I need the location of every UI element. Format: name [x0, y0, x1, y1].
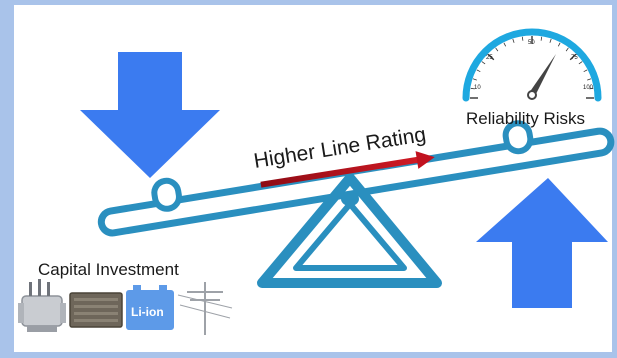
- battery-icon: Li-ion: [126, 285, 174, 330]
- gauge-tick: [540, 36, 543, 41]
- down-arrow-icon: [80, 52, 220, 178]
- gauge-tick: [495, 47, 499, 52]
- gauge-tick: [569, 53, 577, 61]
- gauge-tick: [549, 38, 552, 43]
- fulcrum-pivot: [341, 192, 359, 206]
- gauge-needle: [529, 54, 556, 96]
- gauge-tick-label: 75: [571, 55, 578, 61]
- frame-left: [0, 0, 14, 358]
- seesaw-fulcrum: [257, 173, 442, 288]
- transformer-icon: [18, 279, 66, 332]
- frame-bottom: [0, 352, 617, 358]
- gauge-tick: [565, 47, 569, 52]
- gauge-tick: [481, 61, 486, 65]
- up-arrow-icon: [476, 178, 608, 308]
- battery-label: Li-ion: [131, 305, 164, 319]
- gauge-tick: [578, 61, 583, 65]
- gauge-tick-label: 10: [474, 85, 481, 91]
- gauge-icon: 10 25 50 75 100: [462, 28, 602, 102]
- capital-investment-label: Capital Investment: [38, 260, 179, 279]
- frame-right: [612, 0, 617, 358]
- gauge-tick: [521, 36, 524, 41]
- frame-top: [0, 0, 617, 5]
- gauge-tick: [583, 69, 588, 73]
- higher-line-rating-arrow: [260, 151, 435, 188]
- gauge-tick: [589, 87, 594, 90]
- gauge-ticks: [470, 36, 594, 99]
- reliability-risks-label: Reliability Risks: [466, 109, 585, 128]
- substation-box-icon: [69, 292, 123, 328]
- gauge-pivot: [527, 90, 537, 100]
- gauge-tick: [470, 87, 475, 90]
- gauge-tick-label: 100: [583, 85, 594, 91]
- power-pole-icon: [177, 282, 233, 335]
- seesaw-handle-right: [502, 120, 534, 155]
- gauge-tick: [476, 69, 481, 73]
- gauge-tick: [487, 53, 495, 61]
- gauge-tick: [503, 42, 507, 47]
- gauge-tick: [472, 78, 477, 81]
- gauge-tick-label: 50: [528, 40, 535, 46]
- seesaw-handle-left: [151, 177, 182, 212]
- gauge-tick: [557, 42, 561, 47]
- gauge-tick: [512, 38, 515, 43]
- gauge-tick-label: 25: [486, 55, 493, 61]
- gauge-tick: [587, 78, 592, 81]
